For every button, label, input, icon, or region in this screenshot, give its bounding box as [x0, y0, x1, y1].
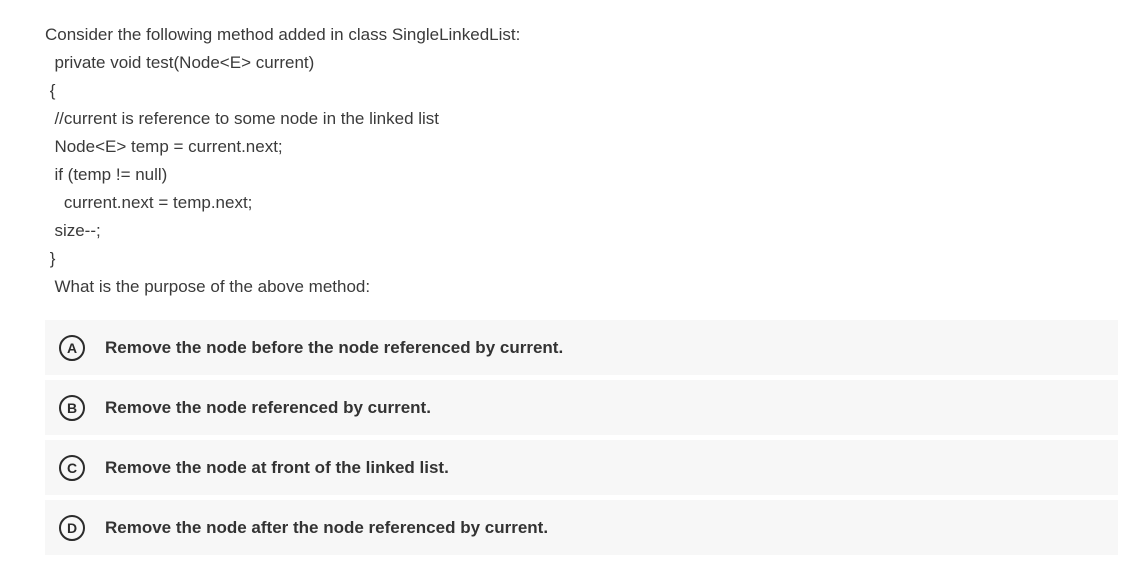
- code-line-close-brace: }: [45, 249, 56, 268]
- code-line-if: if (temp != null): [45, 165, 168, 184]
- option-letter-d: D: [59, 514, 85, 541]
- code-line-temp: Node<E> temp = current.next;: [45, 137, 283, 156]
- code-line-assign: current.next = temp.next;: [45, 193, 253, 212]
- option-text-a: Remove the node before the node referenc…: [105, 337, 564, 357]
- code-line-size: size--;: [45, 221, 101, 240]
- option-a[interactable]: A Remove the node before the node refere…: [45, 320, 1118, 375]
- option-text-b: Remove the node referenced by current.: [105, 397, 431, 417]
- option-d[interactable]: D Remove the node after the node referen…: [45, 500, 1118, 555]
- option-letter-b: B: [59, 394, 85, 421]
- option-letter-a: A: [59, 334, 85, 361]
- code-line-signature: private void test(Node<E> current): [45, 53, 315, 72]
- option-b[interactable]: B Remove the node referenced by current.: [45, 380, 1118, 435]
- question-prompt: What is the purpose of the above method:: [45, 277, 371, 296]
- option-letter-c: C: [59, 454, 85, 481]
- answer-options: A Remove the node before the node refere…: [45, 320, 1118, 560]
- code-line-comment: //current is reference to some node in t…: [45, 109, 440, 128]
- question-intro: Consider the following method added in c…: [45, 25, 521, 44]
- option-text-c: Remove the node at front of the linked l…: [105, 457, 449, 477]
- option-c[interactable]: C Remove the node at front of the linked…: [45, 440, 1118, 495]
- code-line-open-brace: {: [45, 81, 56, 100]
- option-text-d: Remove the node after the node reference…: [105, 517, 549, 537]
- question-text: Consider the following method added in c…: [45, 21, 1115, 301]
